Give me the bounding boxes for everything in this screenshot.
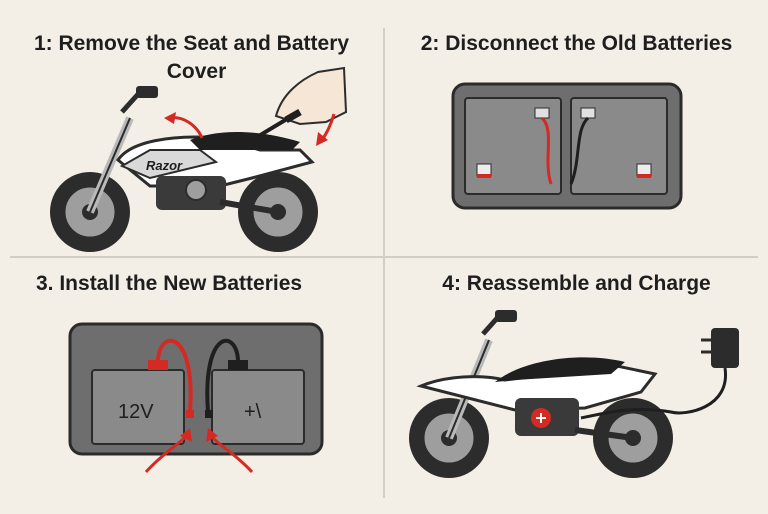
new-battery-tray-icon [68, 322, 324, 456]
step-1-brand-label: Razor [146, 158, 183, 173]
step-1-title-line1: 1: Remove the Seat and Battery [33, 32, 350, 55]
hand-with-screwdriver-icon [240, 66, 348, 148]
step-2-illustration [451, 82, 683, 210]
step-3-arrow-icons [144, 428, 254, 474]
left-battery-label: 12V [118, 401, 154, 423]
dirt-bike-icon [50, 86, 318, 252]
step-1-title-line2: Cover [166, 60, 227, 83]
step-2-title: 2: Disconnect the Old Batteries [420, 32, 733, 55]
step-4-panel: 4: Reassemble and Charge [385, 258, 768, 514]
step-1-title: 1: Remove the Seat and Battery Cover [0, 30, 383, 86]
step-1-panel: 1: Remove the Seat and Battery Cover [0, 0, 383, 256]
step-1-illustration: Razor [50, 66, 348, 252]
step-4-title: 4: Reassemble and Charge [442, 272, 711, 295]
charger-plug-icon [580, 328, 739, 420]
step-3-illustration: 12V +\ [68, 322, 324, 474]
battery-tray-icon [451, 82, 683, 210]
right-battery-label: +\ [244, 401, 262, 423]
step-1-arrow-icons [164, 112, 336, 146]
step-2-panel: 2: Disconnect the Old Batteries [385, 0, 768, 256]
assembled-dirt-bike-icon [409, 310, 673, 478]
horizontal-divider [10, 256, 758, 258]
step-3-title: 3. Install the New Batteries [36, 272, 303, 295]
step-3-panel: 3. Install the New Batteries 12V +\ [0, 258, 383, 514]
vertical-divider [383, 28, 385, 498]
step-4-illustration [409, 310, 739, 478]
